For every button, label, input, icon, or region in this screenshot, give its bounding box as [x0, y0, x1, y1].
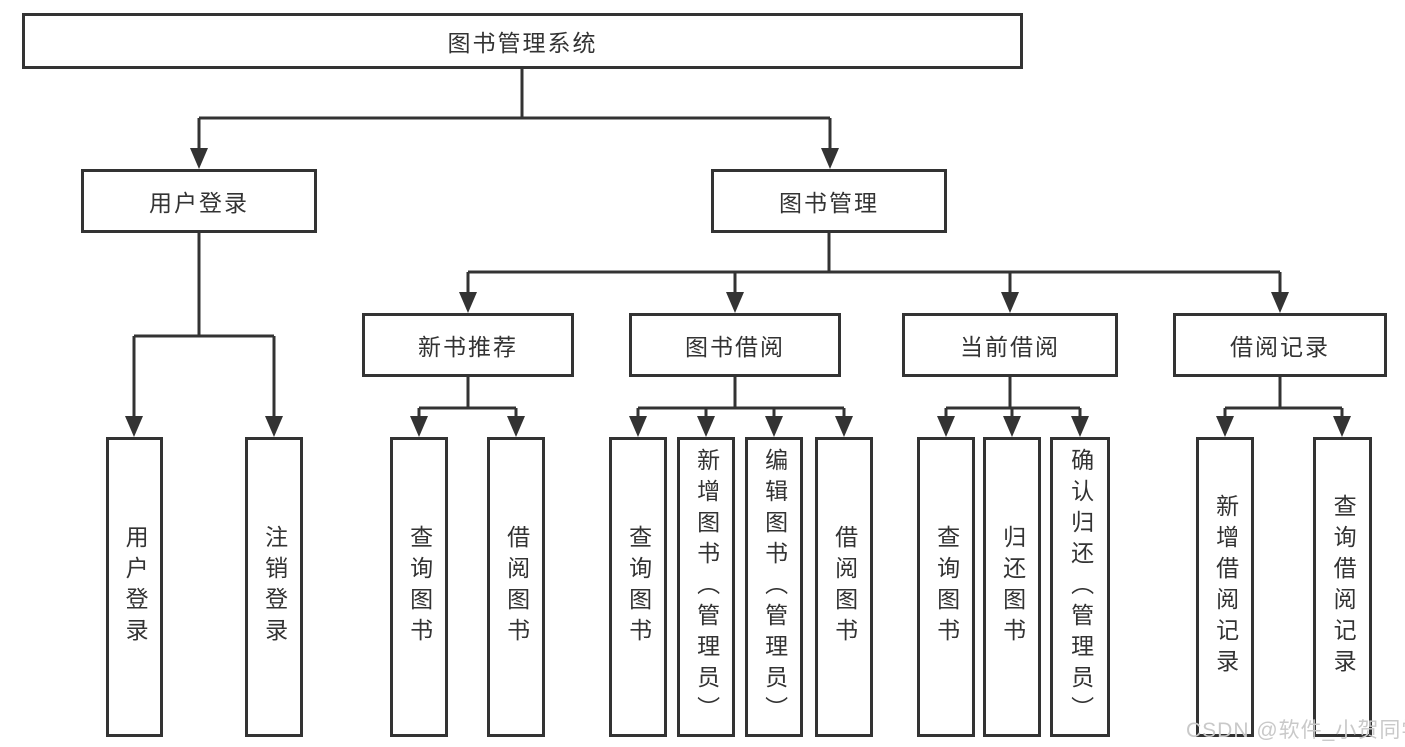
- connector-root-to-level2: [197, 69, 832, 148]
- node-leaf-edit-books-admin: 编辑图书（管理员）: [745, 437, 803, 737]
- node-leaf-borrow-books: 借阅图书: [487, 437, 545, 737]
- node-label: 编辑图书（管理员）: [761, 447, 788, 727]
- node-leaf-query-books-3: 查询图书: [917, 437, 975, 737]
- node-book-management: 图书管理: [711, 169, 947, 233]
- connector-new-books-branch: [417, 377, 518, 417]
- connector-book-borrow-branch: [636, 377, 846, 417]
- csdn-watermark: CSDN @软件_小贺同学: [1186, 719, 1405, 742]
- arrowhead: [1216, 416, 1234, 437]
- node-leaf-user-login: 用户登录: [106, 437, 163, 737]
- node-current-borrow: 当前借阅: [902, 313, 1118, 377]
- arrowhead: [726, 292, 744, 313]
- arrowhead: [1001, 292, 1019, 313]
- arrowhead: [629, 416, 647, 437]
- node-label: 查询图书: [406, 525, 433, 649]
- connector-borrow-records-branch: [1223, 377, 1344, 417]
- node-new-book-recommend: 新书推荐: [362, 313, 574, 377]
- node-label: 图书借阅: [685, 334, 785, 360]
- node-leaf-add-borrow-record: 新增借阅记录: [1196, 437, 1254, 737]
- node-label: 图书管理: [779, 190, 879, 216]
- node-root-system: 图书管理系统: [22, 13, 1023, 69]
- arrowhead: [1271, 292, 1289, 313]
- node-leaf-query-books-2: 查询图书: [609, 437, 667, 737]
- arrowhead: [765, 416, 783, 437]
- node-label: 归还图书: [999, 525, 1026, 649]
- node-book-borrow: 图书借阅: [629, 313, 841, 377]
- arrowhead: [459, 292, 477, 313]
- node-user-login: 用户登录: [81, 169, 317, 233]
- arrowheads: [125, 148, 1351, 437]
- connector-book-mgmt-to-level3: [466, 233, 1282, 292]
- node-label: 查询图书: [933, 525, 960, 649]
- node-label: 查询图书: [625, 525, 652, 649]
- node-label: 借阅图书: [503, 525, 530, 649]
- node-label: 借阅记录: [1230, 334, 1330, 360]
- arrowhead: [1333, 416, 1351, 437]
- node-leaf-borrow-books-2: 借阅图书: [815, 437, 873, 737]
- node-borrow-records: 借阅记录: [1173, 313, 1387, 377]
- arrowhead: [410, 416, 428, 437]
- node-label: 用户登录: [122, 525, 149, 649]
- arrowhead: [125, 416, 143, 437]
- node-label: 注销登录: [261, 525, 288, 649]
- node-leaf-query-books: 查询图书: [390, 437, 448, 737]
- node-label: 当前借阅: [960, 334, 1060, 360]
- arrowhead: [507, 416, 525, 437]
- node-leaf-query-borrow-record: 查询借阅记录: [1313, 437, 1372, 737]
- node-label: 借阅图书: [831, 525, 858, 649]
- node-label: 用户登录: [149, 190, 249, 216]
- arrowhead: [835, 416, 853, 437]
- node-label: 新增借阅记录: [1212, 494, 1239, 680]
- arrowhead: [697, 416, 715, 437]
- node-leaf-confirm-return-admin: 确认归还（管理员）: [1050, 437, 1110, 737]
- node-label: 新书推荐: [418, 334, 518, 360]
- node-label: 新增图书（管理员）: [693, 447, 720, 727]
- arrowhead: [821, 148, 839, 169]
- arrowhead: [190, 148, 208, 169]
- arrowhead: [265, 416, 283, 437]
- node-leaf-add-books-admin: 新增图书（管理员）: [677, 437, 735, 737]
- node-leaf-logout: 注销登录: [245, 437, 303, 737]
- connector-current-borrow-branch: [944, 377, 1082, 417]
- node-label: 查询借阅记录: [1330, 494, 1357, 680]
- connector-user-login-branch: [132, 233, 276, 417]
- node-leaf-return-books: 归还图书: [983, 437, 1041, 737]
- node-label: 图书管理系统: [447, 30, 598, 56]
- arrowhead: [937, 416, 955, 437]
- connectors: [132, 69, 1344, 417]
- arrowhead: [1071, 416, 1089, 437]
- arrowhead: [1003, 416, 1021, 437]
- node-label: 确认归还（管理员）: [1067, 447, 1094, 727]
